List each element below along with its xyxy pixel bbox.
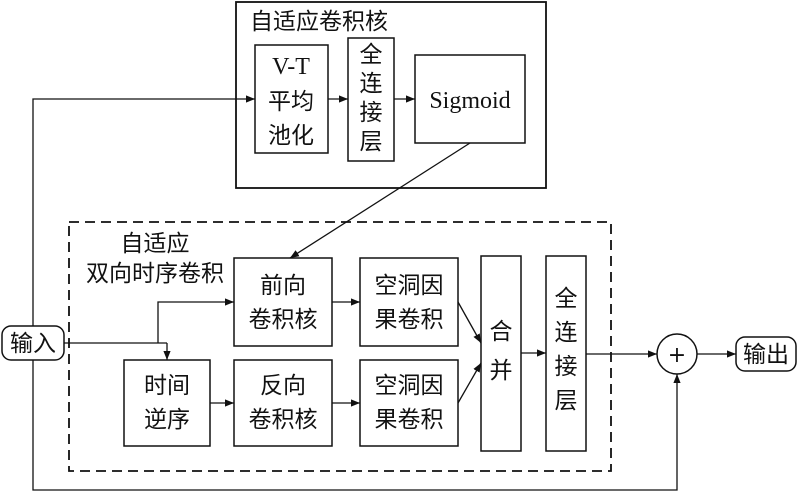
- arrow-residual-to-sum: [32, 360, 681, 491]
- backward-kernel-box: 反向 卷积核: [233, 359, 333, 447]
- input-label: 输入: [10, 331, 56, 357]
- adaptive-fc-line-3: 接: [360, 100, 383, 126]
- output-label: 输出: [743, 342, 789, 368]
- adaptive-fc-line-1: 全: [360, 42, 383, 68]
- output-node: 输出: [735, 336, 797, 372]
- bidir-conv-module: 自适应 双向时序卷积 前向 卷积核 时间 逆序 反向 卷积核 空洞因 果卷积 空…: [68, 221, 612, 472]
- sigmoid-box: Sigmoid: [414, 54, 526, 144]
- bidir-fc-line-1: 全: [555, 286, 578, 312]
- backward-kernel-line-2: 卷积核: [249, 407, 318, 433]
- input-node: 输入: [1, 325, 65, 361]
- dilated-bottom-line-2: 果卷积: [375, 407, 444, 433]
- sigmoid-label: Sigmoid: [429, 88, 510, 114]
- dilated-conv-top-box: 空洞因 果卷积: [359, 257, 459, 347]
- merge-line-2: 并: [490, 358, 513, 384]
- adaptive-kernel-frame: [235, 1, 547, 189]
- dilated-top-line-1: 空洞因: [375, 273, 444, 299]
- bidir-title-line-2: 双向时序卷积: [86, 261, 224, 287]
- bidir-conv-frame: [68, 221, 612, 472]
- time-reverse-box: 时间 逆序: [123, 359, 211, 447]
- backward-kernel-line-1: 反向: [260, 373, 306, 399]
- adaptive-kernel-title: 自适应卷积核: [250, 9, 388, 35]
- bidir-fc-box: 全 连 接 层: [545, 255, 587, 452]
- adaptive-fc-box: 全 连 接 层: [347, 37, 395, 162]
- dilated-top-line-2: 果卷积: [375, 307, 444, 333]
- merge-box: 合 并: [480, 255, 522, 452]
- dilated-conv-bottom-box: 空洞因 果卷积: [359, 359, 459, 447]
- arrow-input-to-pool: [32, 95, 255, 326]
- forward-kernel-line-2: 卷积核: [249, 307, 318, 333]
- vt-avg-pool-box: V-T 平均 池化: [254, 44, 329, 154]
- time-reverse-line-1: 时间: [144, 373, 190, 399]
- bidir-fc-line-4: 层: [555, 388, 578, 414]
- forward-kernel-line-1: 前向: [260, 273, 306, 299]
- sum-node: +: [656, 333, 698, 375]
- arrow-sigmoid-to-forward: [289, 142, 471, 259]
- adaptive-fc-line-4: 层: [360, 129, 383, 155]
- forward-kernel-box: 前向 卷积核: [233, 257, 333, 347]
- dilated-bottom-line-1: 空洞因: [375, 373, 444, 399]
- bidir-fc-line-2: 连: [555, 320, 578, 346]
- bidir-fc-line-3: 接: [555, 354, 578, 380]
- arrow-dilated-top-to-merge: [457, 301, 482, 344]
- sum-symbol: +: [668, 343, 686, 368]
- arrow-dilated-bottom-to-merge: [457, 362, 482, 404]
- merge-line-1: 合: [490, 319, 513, 345]
- adaptive-fc-line-2: 连: [360, 71, 383, 97]
- vt-avg-pool-line-3: 池化: [268, 123, 314, 149]
- time-reverse-line-2: 逆序: [144, 407, 190, 433]
- adaptive-kernel-module: 自适应卷积核 V-T 平均 池化 全 连 接 层 Sigmoid: [235, 1, 547, 189]
- bidir-title-line-1: 自适应: [121, 231, 190, 257]
- vt-avg-pool-line-2: 平均: [268, 89, 314, 115]
- arrow-input-to-forward: [157, 298, 234, 343]
- vt-avg-pool-line-1: V-T: [272, 54, 310, 80]
